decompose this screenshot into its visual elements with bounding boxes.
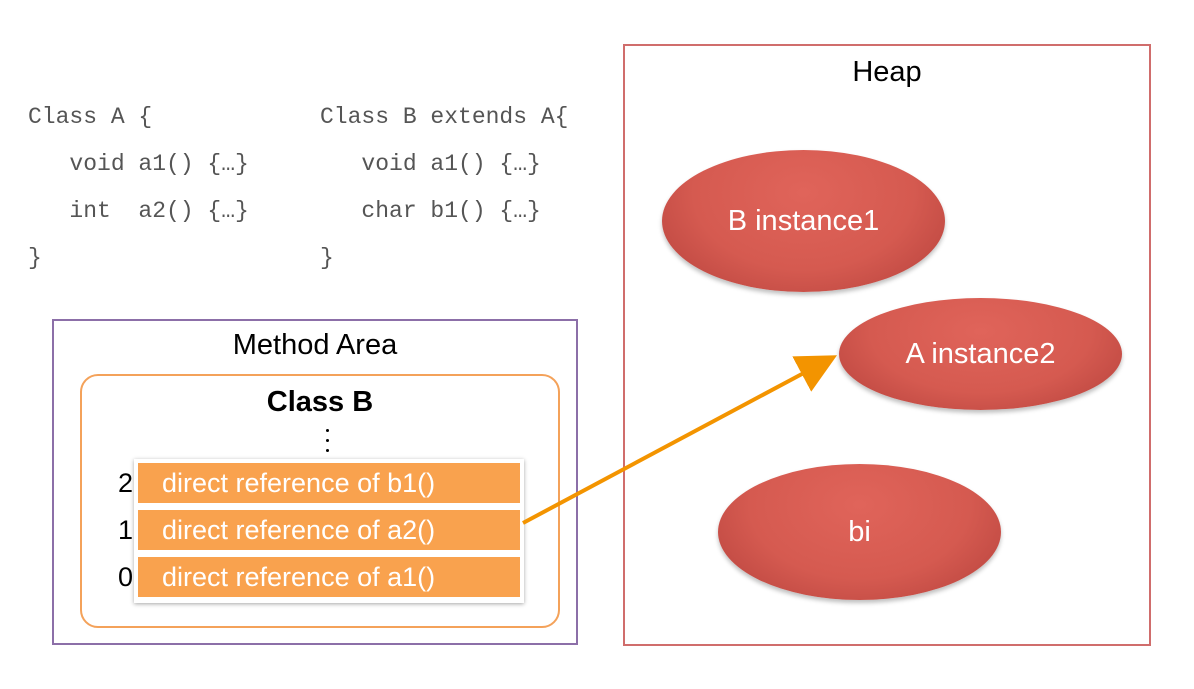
- method-area-title: Method Area: [232, 329, 398, 361]
- row-index: 2: [118, 468, 134, 498]
- heap-object-a-instance2: A instance2: [839, 298, 1122, 410]
- method-table-row: 0 direct reference of a1(): [118, 557, 520, 597]
- heap-title: Heap: [852, 56, 922, 88]
- heap: Heap B instance1 A instance2 bi: [623, 44, 1151, 646]
- class-a-code: Class A { void a1() {…} int a2() {…} }: [28, 104, 249, 271]
- vertical-ellipsis-icon: [326, 429, 329, 457]
- heap-object-bi: bi: [718, 464, 1001, 600]
- heap-object-b-instance1: B instance1: [662, 150, 945, 292]
- method-table: 2 direct reference of b1() 1 direct refe…: [118, 459, 524, 603]
- method-table-row: 1 direct reference of a2(): [118, 510, 520, 550]
- row-index: 1: [118, 515, 134, 545]
- row-index: 0: [118, 562, 134, 592]
- class-b-box: Class B 2 direct reference of b1() 1 dir…: [80, 374, 560, 628]
- row-label: direct reference of a2(): [162, 515, 436, 545]
- class-b-title: Class B: [266, 386, 374, 418]
- method-area: Method Area Class B 2 direct reference o…: [52, 319, 578, 645]
- row-label: direct reference of a1(): [162, 562, 436, 592]
- class-b-code: Class B extends A{ void a1() {…} char b1…: [320, 104, 569, 271]
- row-label: direct reference of b1(): [162, 468, 436, 498]
- method-table-row: 2 direct reference of b1(): [118, 463, 520, 503]
